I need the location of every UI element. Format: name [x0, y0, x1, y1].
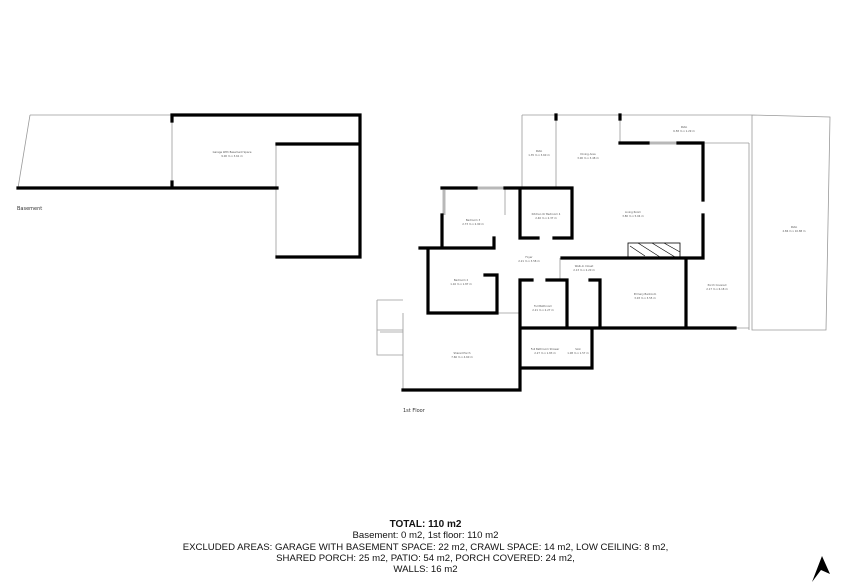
area-summary: TOTAL: 110 m2 Basement: 0 m2, 1st floor:…: [0, 519, 851, 575]
room-dims: 2.27 m x 1.83 m: [534, 351, 556, 355]
room-label: Garage With Basement Space: [213, 150, 252, 154]
room-label: Sink: [575, 347, 581, 351]
room-dims: 2.73 m x 2.90 m: [462, 222, 484, 226]
room-dims: 1.16 m x 1.87 m: [450, 282, 472, 286]
room-dims: 3.80 m x 5.04 m: [622, 214, 644, 218]
room-label: Porch Covered: [708, 283, 727, 287]
room-dims: 3.00 m x 3.48 m: [577, 156, 599, 160]
room-dims: 2.86 m x 10.88 m: [782, 229, 806, 233]
room-dims: 2.40 m x 2.37 m: [535, 216, 557, 220]
room-label: Patio: [791, 225, 798, 229]
room-label: Dining Area: [580, 152, 596, 156]
room-dims: 2.21 m x 2.27 m: [532, 308, 554, 312]
fireplace: [627, 242, 681, 259]
room-dims: 6.58 m x 1.29 m: [673, 129, 695, 133]
total-area: TOTAL: 110 m2: [389, 519, 462, 530]
room-label: Full Bathroom: [534, 304, 552, 308]
room-label: Full Bathroom Shower: [531, 347, 560, 351]
floor-areas: Basement: 0 m2, 1st floor: 110 m2: [352, 530, 499, 542]
room-dims: 2.13 m x 2.20 m: [573, 268, 595, 272]
room-dims: 1.35 m x 3.60 m: [528, 153, 550, 157]
room-label: Bedroom 3: [466, 218, 481, 222]
excluded-areas-line-1: EXCLUDED AREAS: GARAGE WITH BASEMENT SPA…: [182, 541, 669, 553]
room-label: Primary Bedroom: [634, 292, 657, 296]
excluded-areas-line-3: WALLS: 16 m2: [393, 564, 458, 576]
room-label: Shared Porch: [453, 351, 470, 355]
room-dims: 9.00 m x 3.61 m: [221, 154, 243, 158]
room-label: Kitchen Or Bedroom 4: [532, 212, 561, 216]
first-floor-plan: Patio 1.35 m x 3.60 m Dining Area 3.00 m…: [376, 113, 831, 414]
room-label: Foyer: [525, 255, 533, 259]
excluded-areas-line-2: SHARED PORCH: 25 m2, PATIO: 54 m2, PORCH…: [276, 552, 575, 564]
north-arrow-icon: [812, 556, 830, 582]
room-label: Bedroom 2: [454, 278, 469, 282]
room-label: Patio: [536, 149, 543, 153]
room-label: Living Room: [625, 210, 641, 214]
room-dims: 3.03 m x 3.55 m: [634, 296, 656, 300]
floor-label-first: 1st Floor: [403, 408, 426, 414]
floor-label-basement: Basement: [17, 206, 42, 212]
room-dims: 1.08 m x 1.57 m: [567, 351, 589, 355]
basement-plan: Garage With Basement Space 9.00 m x 3.61…: [16, 113, 362, 259]
room-label: Patio: [681, 125, 688, 129]
room-dims: 2.21 m x 3.58 m: [518, 259, 540, 263]
room-dims: 2.17 m x 6.18 m: [706, 287, 728, 291]
room-dims: 7.66 m x 4.60 m: [451, 355, 473, 359]
room-label: Walk-In Closet: [575, 264, 593, 268]
